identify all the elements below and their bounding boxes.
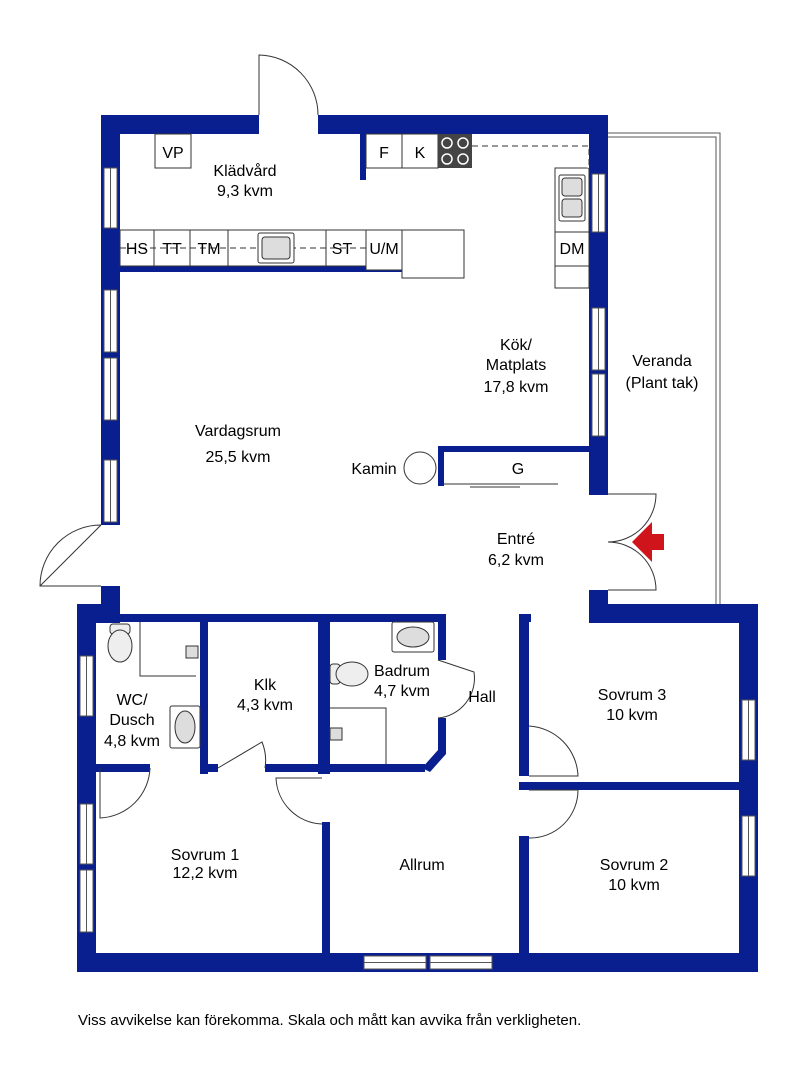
fireplace-icon [403,451,437,485]
sovrum2-area: 10 kvm [608,877,660,894]
badrum-shower-icon [329,707,387,764]
k-label: K [415,145,426,162]
vp-label: VP [162,145,183,162]
sovrum3-name: Sovrum 3 [598,687,667,704]
dm-label: DM [560,241,585,258]
veranda-name-2: (Plant tak) [626,375,699,392]
kamin-label: Kamin [351,461,396,478]
st-label: ST [332,241,353,258]
sovrum3-area: 10 kvm [606,707,658,724]
kok-name-2: Matplats [486,357,546,374]
badrum-name: Badrum [374,663,430,680]
wc-sink-icon [169,705,201,749]
klk-area: 4,3 kvm [237,697,293,714]
window-glazing [86,168,749,963]
kladvard-name: Klädvård [213,162,276,180]
wc-toilet-icon [107,623,133,663]
kitchen-sink-icon [558,174,586,222]
hall-name: Hall [468,689,496,706]
tt-label: TT [162,241,182,258]
um-label: U/M [369,241,398,258]
veranda-name-1: Veranda [632,353,692,370]
badrum-toilet-icon [329,661,369,687]
fixture-labels: VP F K HS TT TM ST U/M DM Kamin G [126,145,585,478]
g-label: G [512,461,524,478]
wc-name-1: WC/ [116,692,148,709]
stove-icon [438,134,472,168]
entrance-arrow-icon [632,522,664,562]
badrum-area: 4,7 kvm [374,683,430,700]
badrum-sink-icon [391,621,435,653]
vardagsrum-area: 25,5 kvm [206,449,271,466]
sovrum2-name: Sovrum 2 [600,857,669,874]
sovrum1-name: Sovrum 1 [171,847,240,864]
kladvard-area: 9,3 kvm [217,183,273,200]
wc-shower-icon [139,622,199,677]
disclaimer-text: Viss avvikelse kan förekomma. Skala och … [78,1012,582,1029]
wc-name-2: Dusch [109,712,154,729]
wc-area: 4,8 kvm [104,733,160,750]
allrum-name: Allrum [399,857,444,874]
laundry-sink-icon [257,232,295,264]
kok-area: 17,8 kvm [484,379,549,396]
room-labels: Klädvård 9,3 kvm Kök/ Matplats 17,8 kvm … [104,162,698,894]
entre-area: 6,2 kvm [488,552,544,569]
vardagsrum-name: Vardagsrum [195,423,281,440]
klk-name: Klk [254,677,277,694]
counters [119,133,590,289]
hs-label: HS [126,241,148,258]
veranda-outline [608,132,721,604]
kok-name-1: Kök/ [500,337,533,354]
interior-walls [96,134,758,953]
f-label: F [379,145,389,162]
sovrum1-area: 12,2 kvm [173,865,238,882]
tm-label: TM [197,241,220,258]
doors [39,54,657,839]
entre-name: Entré [497,531,535,548]
